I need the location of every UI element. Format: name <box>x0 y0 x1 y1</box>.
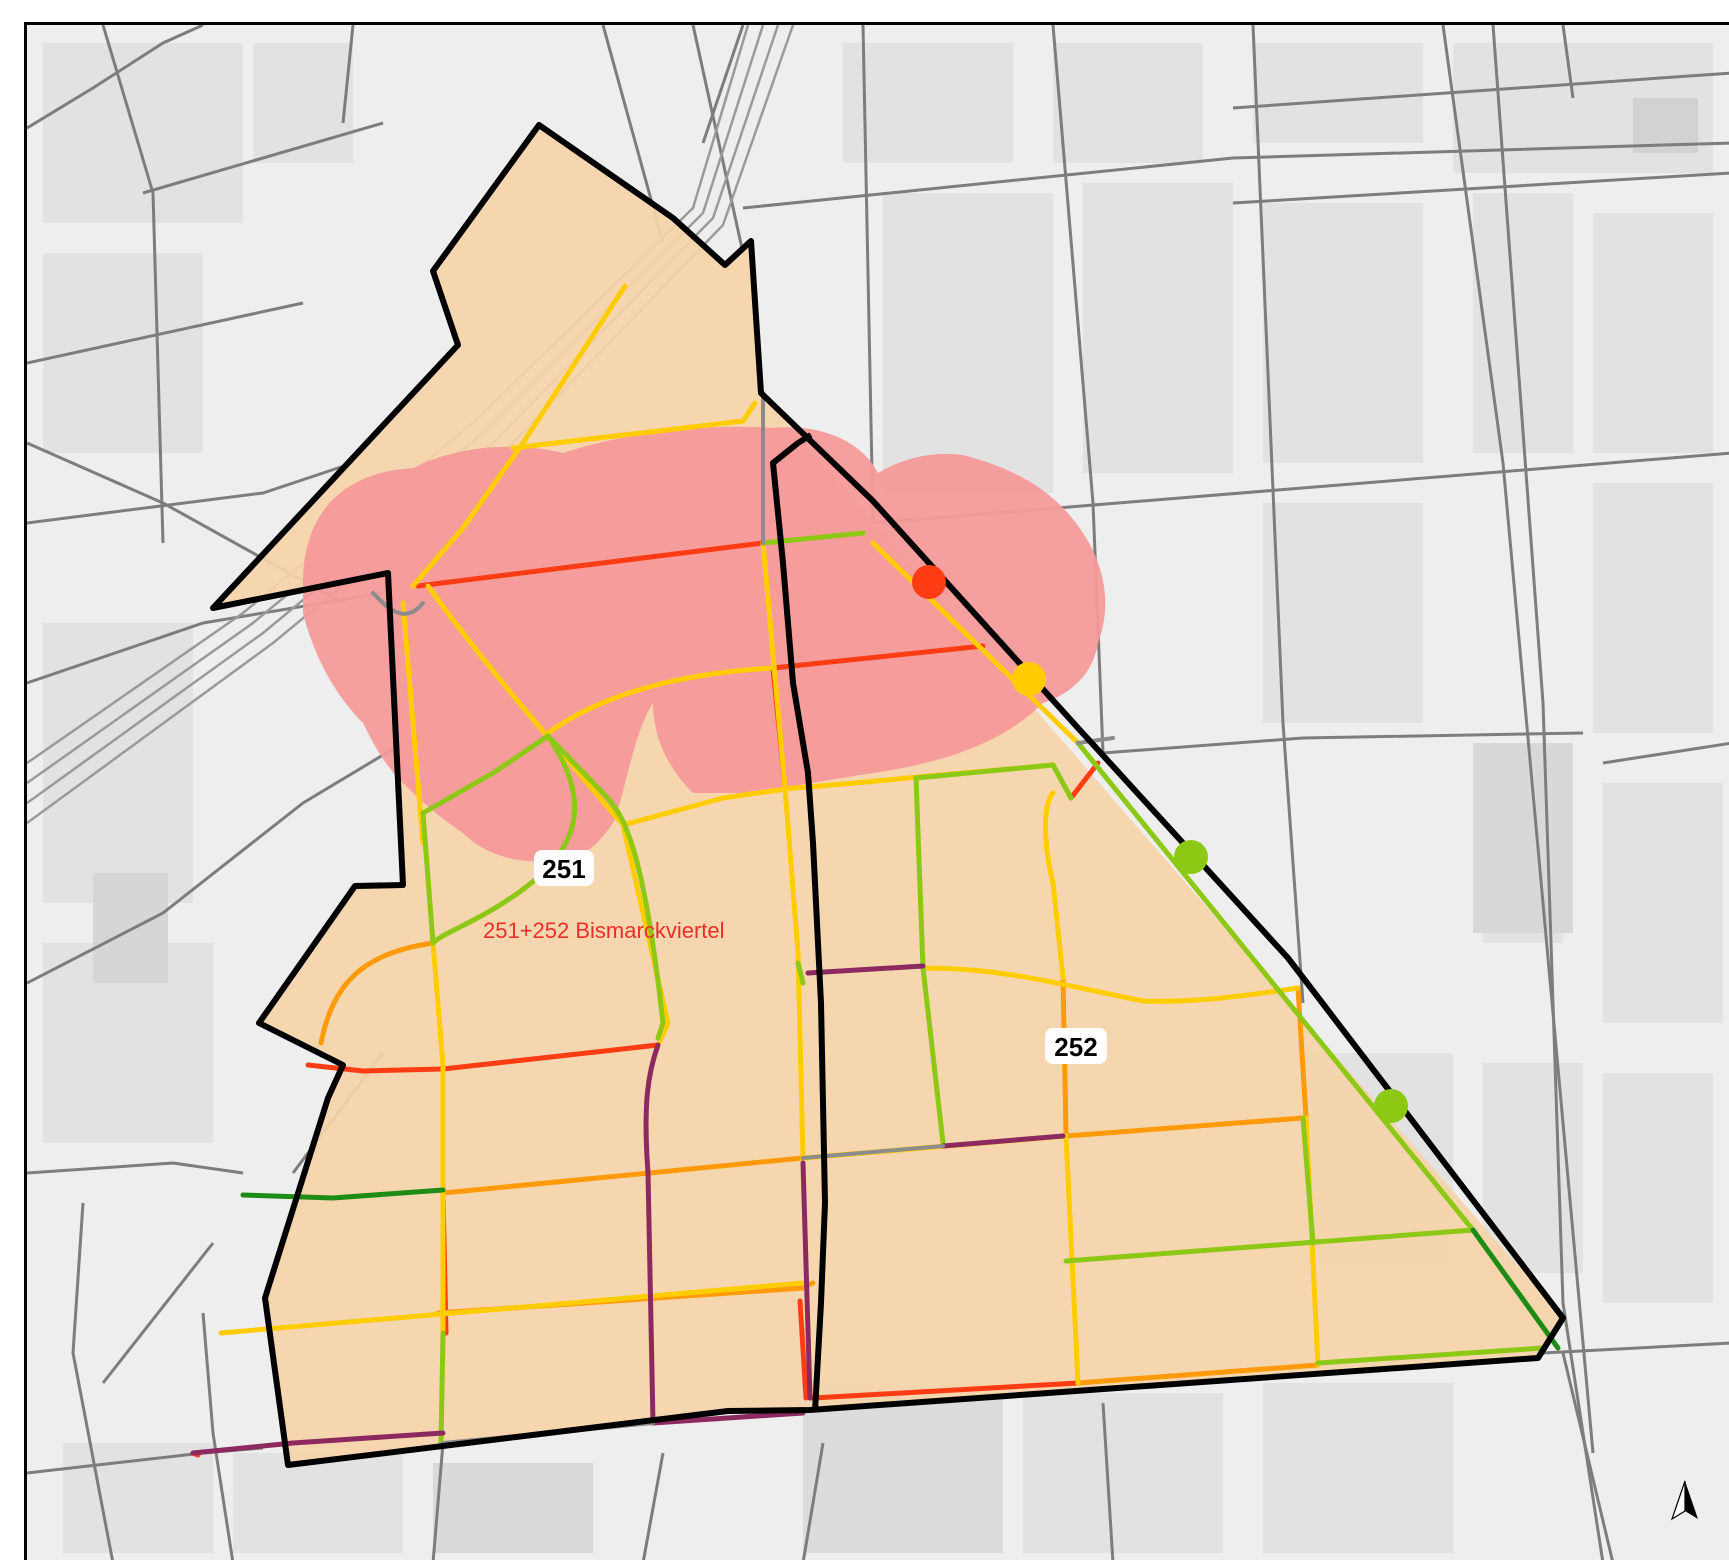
marker-yellow <box>1012 662 1046 696</box>
streets-darkgreen <box>240 1187 1561 1351</box>
basemap-blocks <box>43 43 1723 1553</box>
zone-label-251: 251 <box>534 850 594 886</box>
basemap-streets <box>27 25 1729 1560</box>
zone-boundaries <box>210 122 1566 1468</box>
north-arrow-icon <box>1670 1480 1698 1521</box>
zone-label-252: 252 <box>1045 1028 1107 1064</box>
marker-lightgreen-1 <box>1174 840 1208 874</box>
zone-divider-boundary <box>770 440 828 1412</box>
streets-purple <box>190 963 1066 1456</box>
marker-lightgreen-2 <box>1374 1089 1408 1123</box>
area-name-label: 251+252 Bismarckviertel <box>483 918 725 943</box>
map-frame: 251 252 251+252 Bismarckviertel <box>24 22 1729 1560</box>
map-canvas[interactable]: 251 252 251+252 Bismarckviertel <box>27 25 1729 1560</box>
zone-label-252-text: 252 <box>1054 1032 1097 1062</box>
zone-label-251-text: 251 <box>542 854 585 884</box>
point-markers <box>912 565 1408 1123</box>
marker-red <box>912 565 946 599</box>
zone-251-boundary <box>210 122 1566 1468</box>
